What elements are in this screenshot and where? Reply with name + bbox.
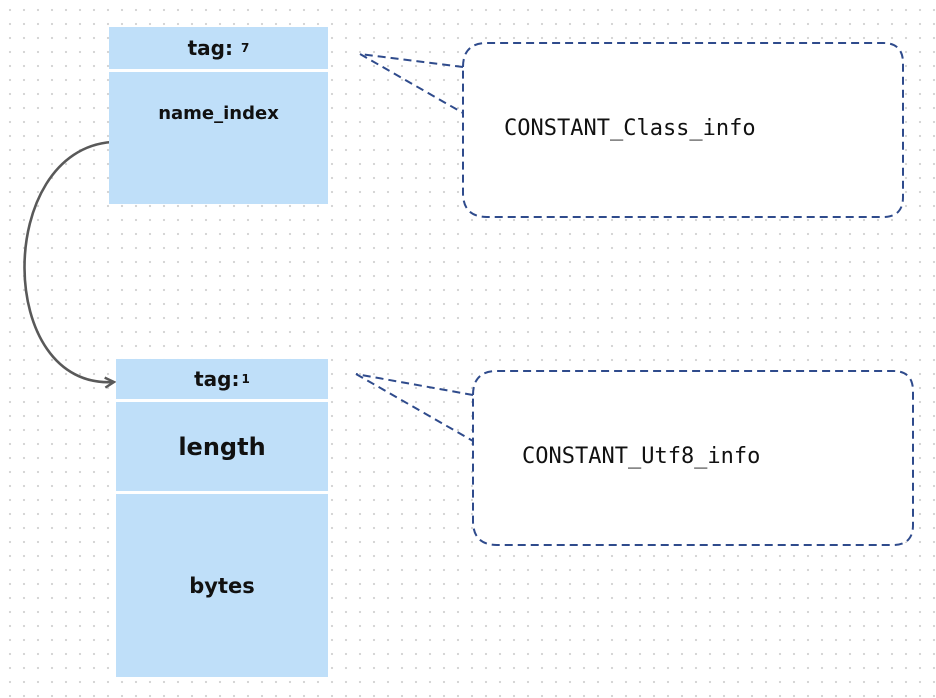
length-label: length <box>178 432 266 461</box>
bytes-field: bytes <box>116 494 328 677</box>
field-divider <box>109 69 328 72</box>
name-index-field: name_index <box>109 72 328 204</box>
tag-value: 7 <box>241 41 250 55</box>
field-divider <box>116 399 328 402</box>
callout-pointer-lower <box>359 53 464 114</box>
tag-value: 1 <box>241 372 250 386</box>
callout-class-info-label: CONSTANT_Class_info <box>504 116 756 141</box>
name-index-label: name_index <box>158 102 279 124</box>
reference-arrow <box>23 140 114 382</box>
callout-utf8-info-label: CONSTANT_Utf8_info <box>522 444 761 469</box>
utf8-info-block: tag: 1 length bytes <box>116 359 328 677</box>
tag-label: tag: <box>187 36 233 60</box>
field-divider <box>116 491 328 494</box>
class-info-block: tag: 7 name_index <box>109 27 328 204</box>
callout-class-info <box>359 42 904 218</box>
length-field: length <box>116 402 328 491</box>
tag-field: tag: 7 <box>109 27 328 69</box>
bytes-label: bytes <box>189 573 255 598</box>
callout-utf8-info <box>355 370 914 546</box>
callout-pointer-upper <box>359 53 464 68</box>
tag-field: tag: 1 <box>116 359 328 399</box>
tag-label: tag: <box>194 367 240 391</box>
callout-pointer-lower <box>355 373 474 442</box>
callout-pointer-upper <box>355 373 474 396</box>
